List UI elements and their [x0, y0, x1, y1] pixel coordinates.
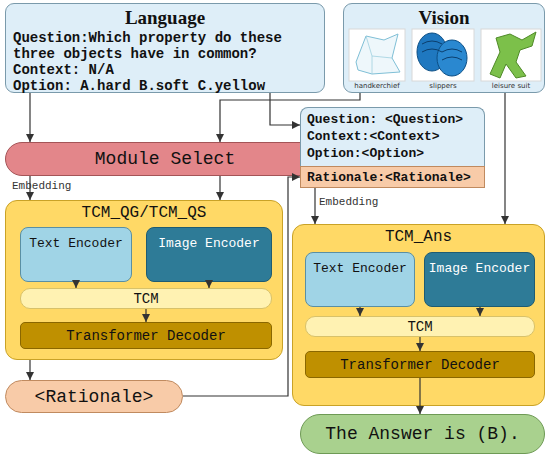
node-title: The Answer is (B).	[325, 424, 519, 444]
flow-arrow	[219, 176, 220, 200]
handkerchief-fold	[366, 36, 392, 74]
flow-arrow	[145, 309, 146, 322]
node-text: Question:Which property do these three o…	[13, 30, 317, 62]
node-title: Question: <Question>	[307, 111, 478, 128]
handkerchief-image	[356, 34, 400, 74]
node-title: TCM	[306, 319, 534, 335]
rationale-pill: <Rationale>	[5, 380, 183, 413]
node-title: Module Select	[95, 149, 235, 169]
node-text: Context:<Context>	[307, 128, 478, 145]
model-block: TCM_AnsText Encoder Image EncoderTCM Trans…	[292, 224, 545, 406]
flow-arrow	[314, 188, 315, 224]
leisure-suit-image	[490, 32, 536, 78]
image-tile	[412, 29, 474, 81]
encoder-box: Image Encoder	[424, 252, 535, 307]
flow-arrow	[75, 282, 76, 288]
flow-arrow	[419, 378, 420, 414]
model-block: TCM_QG/TCM_QS Text Encoder Image EncoderTC…	[5, 200, 283, 360]
node-title: TCM_Ans	[293, 228, 544, 246]
flow-arrow	[183, 177, 300, 396]
edge-label: Embedding	[12, 180, 71, 192]
image-caption: handkerchief	[347, 82, 407, 90]
flow-arrow	[220, 93, 360, 142]
rationale-slot: Rationale:<Rationale>	[300, 166, 485, 188]
node-title: Image Encoder	[147, 236, 271, 251]
edge-label: Embedding	[319, 196, 378, 208]
node-text: Context: N/A	[13, 62, 317, 78]
slipper-texture	[422, 41, 462, 60]
answer-pill: The Answer is (B).	[300, 414, 545, 454]
node-text: Option:<Option>	[307, 145, 478, 162]
node-text: Option: A.hard B.soft C.yellow	[13, 78, 317, 94]
node-title: Language	[13, 6, 317, 30]
module-pill: Module Select	[5, 142, 325, 176]
image-tile	[481, 29, 541, 81]
node-title: Text Encoder	[306, 261, 414, 276]
encoder-box: Image Encoder	[146, 227, 272, 282]
image-caption: slippers	[413, 82, 473, 90]
node-title: Image Encoder	[425, 261, 534, 276]
node-title: Transformer Decoder	[21, 328, 271, 344]
node-title: Rationale:<Rationale>	[307, 170, 478, 185]
node-title: Text Encoder	[21, 236, 131, 251]
encoder-box: Text Encoder	[20, 227, 132, 282]
flow-arrow	[479, 307, 480, 316]
input-panel: LanguageQuestion:Which property do these…	[5, 3, 325, 93]
tcm-bar: TCM	[20, 288, 272, 309]
slipper-image	[417, 33, 447, 71]
decoder-bar: Transformer Decoder	[20, 322, 272, 349]
node-title: Transformer Decoder	[306, 357, 534, 373]
flow-arrow	[29, 360, 30, 380]
slipper-image	[437, 40, 467, 76]
tcm-bar: TCM	[305, 316, 535, 337]
prompt-box: Question: <Question>Context:<Context>Opt…	[300, 107, 485, 166]
image-caption: leisure suit	[481, 82, 541, 90]
node-title: <Rationale>	[35, 387, 154, 407]
flow-arrow	[504, 93, 505, 224]
flow-arrow	[208, 282, 209, 288]
node-title: TCM	[21, 291, 271, 307]
image-tile	[349, 29, 405, 81]
flow-arrow	[270, 93, 300, 125]
flow-arrow	[359, 307, 360, 316]
flow-arrow	[419, 337, 420, 351]
input-panel: Vision	[343, 3, 545, 93]
node-title: TCM_QG/TCM_QS	[6, 204, 282, 222]
decoder-bar: Transformer Decoder	[305, 351, 535, 378]
flow-arrow	[29, 93, 30, 142]
encoder-box: Text Encoder	[305, 252, 415, 307]
node-title: Vision	[350, 6, 538, 30]
